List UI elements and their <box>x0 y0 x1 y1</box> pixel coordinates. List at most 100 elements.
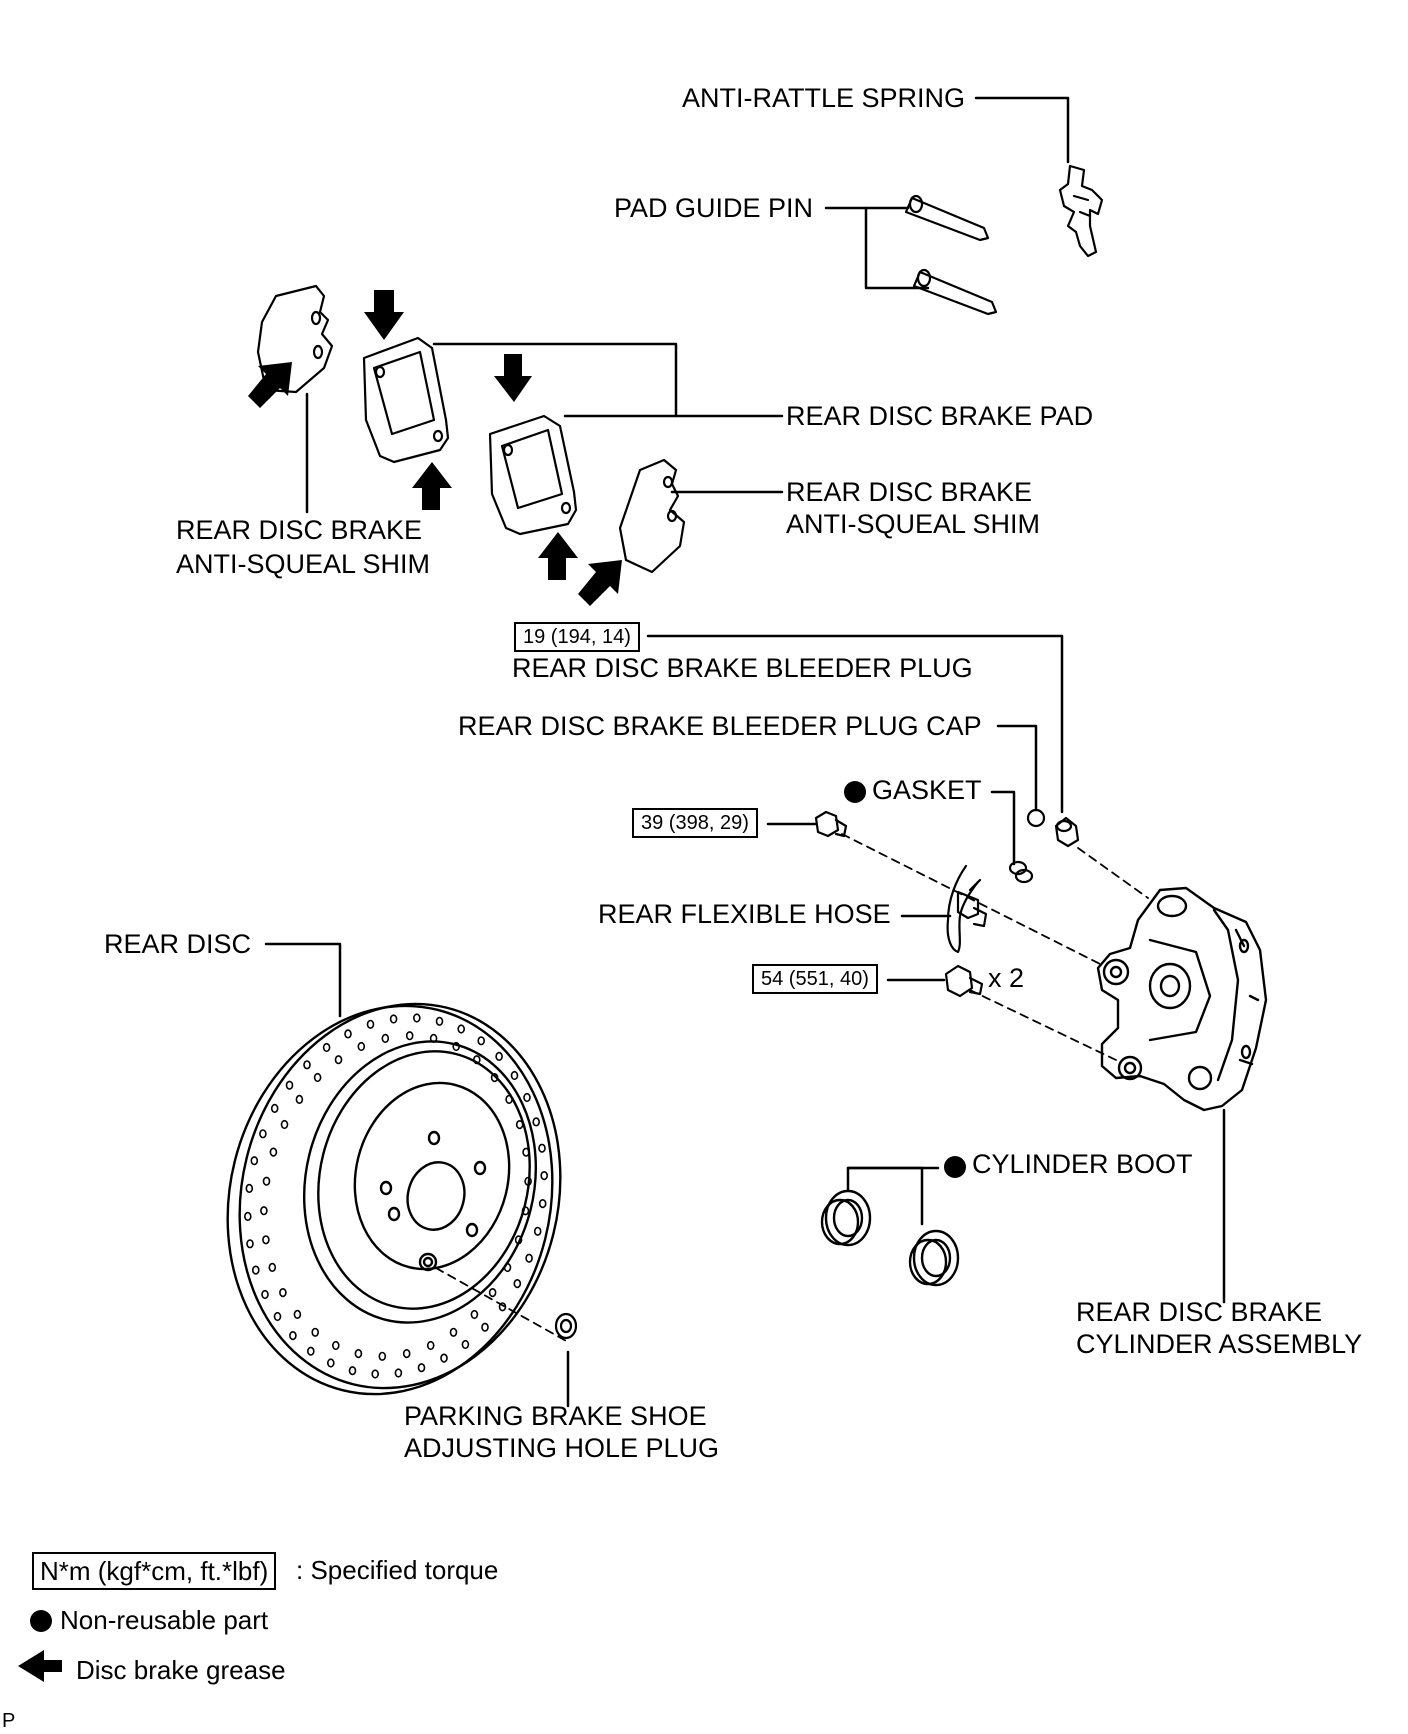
drill-hole <box>538 1143 546 1153</box>
drill-hole <box>495 1051 503 1061</box>
drill-hole <box>538 1198 547 1209</box>
drill-hole <box>381 1033 390 1043</box>
drill-hole <box>412 1013 421 1023</box>
drill-hole <box>490 1072 499 1083</box>
drill-hole <box>313 1072 322 1083</box>
anti-rattle-spring <box>1058 164 1104 258</box>
drill-hole <box>279 1287 287 1298</box>
drill-hole <box>246 1239 254 1249</box>
right-anti-squeal-shim <box>618 458 686 574</box>
label-cylinder-assembly-line2: CYLINDER ASSEMBLY <box>1076 1329 1363 1359</box>
drill-hole <box>331 1340 340 1351</box>
pad-guide-pins <box>904 194 998 316</box>
drill-hole <box>280 1119 289 1130</box>
left-anti-squeal-shim <box>256 284 334 394</box>
label-rear-disc-brake-pad: REAR DISC BRAKE PAD <box>786 401 1094 431</box>
drill-hole <box>477 1036 486 1046</box>
rear-disc-rotor <box>226 1002 562 1396</box>
drill-hole <box>522 1147 530 1157</box>
label-anti-rattle-spring: ANTI-RATTLE SPRING <box>682 83 966 113</box>
drill-hole <box>452 1041 461 1052</box>
drill-hole <box>470 1309 479 1320</box>
drill-hole <box>366 1019 375 1029</box>
drill-hole <box>505 1094 513 1104</box>
drill-hole <box>357 1041 366 1052</box>
label-rear-disc: REAR DISC <box>104 929 252 959</box>
drill-hole <box>262 1235 270 1245</box>
drill-hole <box>503 1262 512 1273</box>
label-rear-flexible-hose: REAR FLEXIBLE HOSE <box>598 899 891 929</box>
drill-hole <box>435 1016 444 1026</box>
drill-hole <box>293 1309 302 1319</box>
drill-hole <box>540 1170 549 1181</box>
drill-hole <box>515 1119 524 1130</box>
legend-grease-text: Disc brake grease <box>76 1655 286 1685</box>
torque-cylinder-bolt: 54 (551, 40) <box>752 964 878 994</box>
rear-flexible-hose-part <box>946 864 988 954</box>
cylinder-boots <box>820 1189 960 1287</box>
bleeder-plug-cap <box>1026 808 1046 828</box>
drill-hole <box>514 1235 523 1245</box>
drill-hole <box>252 1265 260 1275</box>
label-hole-plug-line1: PARKING BRAKE SHOE <box>404 1401 707 1431</box>
drill-hole <box>268 1262 277 1272</box>
grease-arrows <box>248 290 622 606</box>
drill-hole <box>523 1092 531 1103</box>
drill-hole <box>244 1211 252 1221</box>
drill-hole <box>295 1094 304 1104</box>
rotor-drill-holes <box>244 1013 549 1379</box>
drill-hole <box>269 1147 278 1157</box>
drill-hole <box>289 1330 297 1341</box>
drill-hole <box>510 1070 519 1081</box>
drill-hole <box>262 1176 271 1186</box>
nonreusable-dot-gasket <box>844 781 866 803</box>
torque-union-bolt: 39 (398, 29) <box>632 808 758 838</box>
dashed-assembly-lines <box>435 833 1149 1343</box>
drill-hole <box>532 1117 541 1127</box>
drill-hole <box>521 1206 530 1216</box>
brake-pad-1 <box>362 336 450 464</box>
drill-hole <box>348 1366 357 1376</box>
drill-hole <box>285 1080 294 1090</box>
brake-pad-2 <box>488 414 578 536</box>
drill-hole <box>260 1206 268 1216</box>
cylinder-bolt <box>944 964 984 998</box>
drill-hole <box>513 1278 522 1289</box>
label-shim-right-line1: REAR DISC BRAKE <box>786 477 1033 507</box>
label-x2: x 2 <box>988 963 1025 993</box>
legend-torque-box: N*m (kgf*cm, ft.*lbf) <box>32 1552 277 1590</box>
label-shim-left-line1: REAR DISC BRAKE <box>176 515 423 545</box>
label-shim-right-line2: ANTI-SQUEAL SHIM <box>786 509 1041 539</box>
rear-disc-brake-cylinder-assembly <box>1096 886 1268 1112</box>
drill-hole <box>402 1348 411 1359</box>
nonreusable-dot-cylinder-boot <box>944 1156 966 1178</box>
drill-hole <box>461 1339 470 1350</box>
label-pad-guide-pin: PAD GUIDE PIN <box>614 193 814 223</box>
label-cylinder-boot: CYLINDER BOOT <box>972 1149 1193 1179</box>
legend-torque-text: : Specified torque <box>296 1555 499 1585</box>
drill-hole <box>354 1348 363 1359</box>
drill-hole <box>524 1176 532 1186</box>
legend-nonreusable-text: Non-reusable part <box>60 1605 269 1635</box>
drill-hole <box>389 1014 398 1024</box>
drill-hole <box>371 1369 380 1379</box>
drill-hole <box>449 1327 458 1337</box>
drill-hole <box>273 1311 282 1322</box>
drill-hole <box>245 1183 254 1193</box>
legend-grease-arrow-icon <box>18 1650 62 1682</box>
label-shim-left-line2: ANTI-SQUEAL SHIM <box>176 549 431 579</box>
leader-lines <box>264 96 1226 1408</box>
drill-hole <box>303 1060 311 1070</box>
drill-hole <box>394 1368 403 1378</box>
drill-hole <box>429 1033 438 1043</box>
drill-hole <box>440 1353 448 1363</box>
bleeder-plug <box>1054 816 1080 848</box>
drill-hole <box>533 1226 542 1236</box>
label-bleeder-plug: REAR DISC BRAKE BLEEDER PLUG <box>512 653 973 683</box>
drill-hole <box>326 1358 335 1368</box>
drill-hole <box>405 1031 414 1041</box>
drill-hole <box>344 1029 352 1039</box>
label-cylinder-assembly-line1: REAR DISC BRAKE <box>1076 1297 1323 1327</box>
drill-hole <box>250 1156 259 1166</box>
corner-mark: P <box>2 1710 16 1732</box>
